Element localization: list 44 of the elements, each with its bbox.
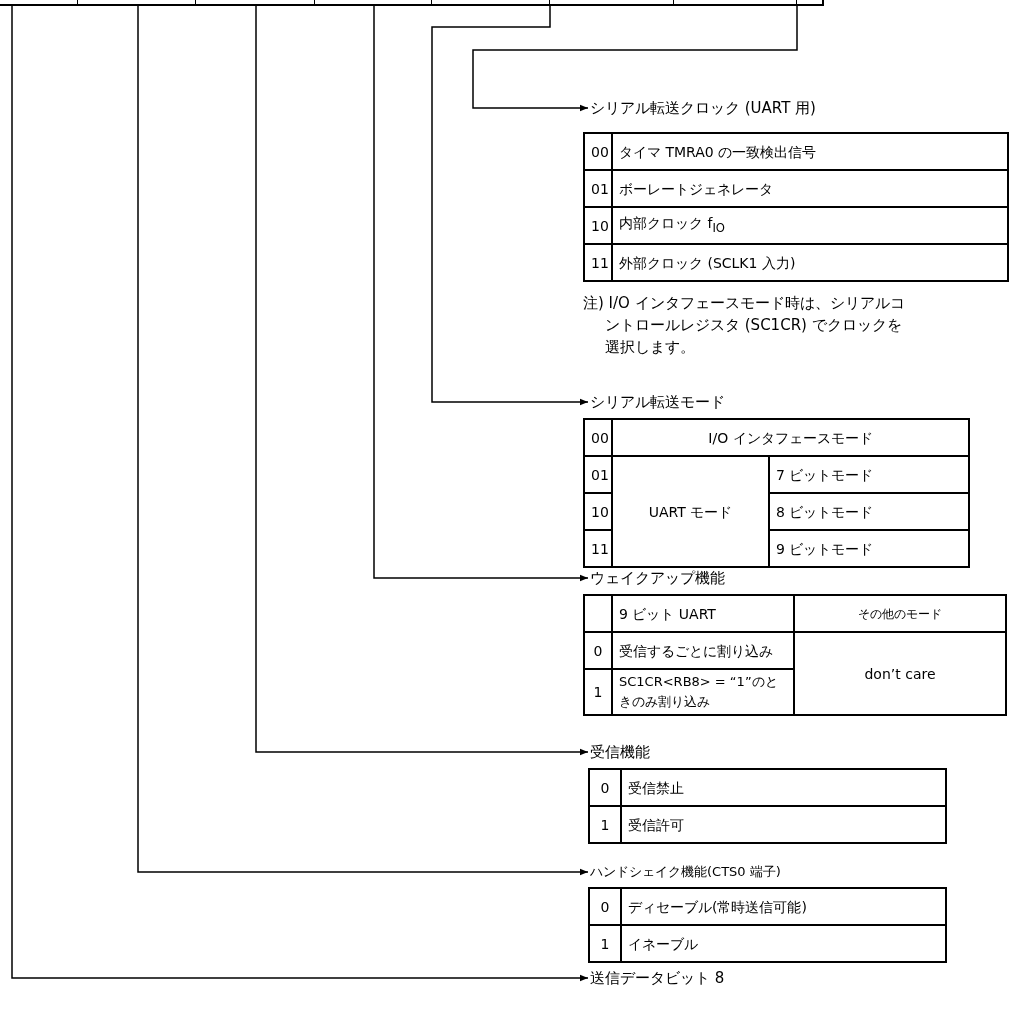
setting-text: UART モード — [612, 456, 769, 567]
section-heading: 送信データビット 8 — [590, 968, 725, 988]
bit-value: 0 — [589, 769, 621, 806]
bit-value: 10 — [584, 493, 612, 530]
bit-value: 11 — [584, 530, 612, 567]
leader-arrow — [137, 5, 589, 876]
setting-text: 8 ビットモード — [769, 493, 969, 530]
bit-value: 00 — [584, 419, 612, 456]
section-heading: シリアル転送モード — [590, 392, 725, 412]
footnote: 注) I/O インタフェースモード時は、シリアルコントロールレジスタ (SC1CR) でクロックを選択します。 — [583, 293, 905, 358]
leader-arrow — [255, 5, 589, 756]
leader-arrow — [373, 5, 589, 582]
bit-value: 1 — [589, 925, 621, 962]
setting-text: イネーブル — [621, 925, 946, 962]
setting-text: ディセーブル(常時送信可能) — [621, 888, 946, 925]
bit-value: 1 — [589, 806, 621, 843]
bit-value: 01 — [584, 456, 612, 493]
table-header: 9 ビット UART — [612, 595, 794, 632]
setting-text: 受信許可 — [621, 806, 946, 843]
bit-value: 11 — [584, 244, 612, 281]
bit-value: 0 — [589, 888, 621, 925]
bit-value: 01 — [584, 170, 612, 207]
setting-text: 外部クロック (SCLK1 入力) — [612, 244, 1008, 281]
setting-text: タイマ TMRA0 の一致検出信号 — [612, 133, 1008, 170]
bit-value: 1 — [584, 669, 612, 715]
leader-arrow — [472, 5, 798, 112]
leader-arrow — [431, 5, 589, 406]
section-heading: ウェイクアップ機能 — [590, 568, 725, 588]
setting-text: 9 ビットモード — [769, 530, 969, 567]
setting-text: I/O インタフェースモード — [612, 419, 969, 456]
setting-text: 内部クロック f$_{IO}$ — [612, 207, 1008, 244]
bit-value: 10 — [584, 207, 612, 244]
leader-arrow — [11, 5, 589, 982]
section-heading: シリアル転送クロック (UART 用) — [590, 98, 816, 118]
section-heading: 受信機能 — [590, 742, 650, 762]
table-header: その他のモード — [794, 595, 1006, 632]
setting-text: ボーレートジェネレータ — [612, 170, 1008, 207]
bit-value: 0 — [584, 632, 612, 669]
setting-text: 受信禁止 — [621, 769, 946, 806]
bit-value: 00 — [584, 133, 612, 170]
setting-text: 7 ビットモード — [769, 456, 969, 493]
setting-text: 受信するごとに割り込み — [612, 632, 794, 669]
section-heading: ハンドシェイク機能(CTS0 端子) — [590, 862, 781, 882]
setting-text: don’t care — [794, 632, 1006, 715]
